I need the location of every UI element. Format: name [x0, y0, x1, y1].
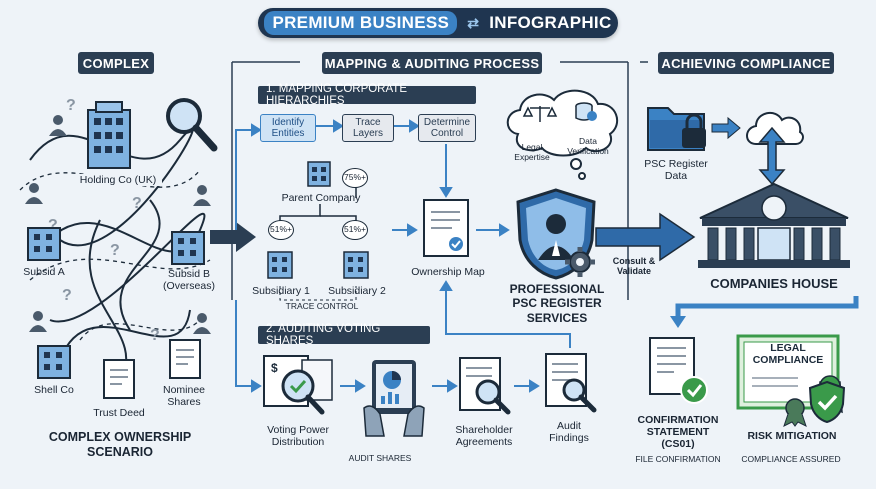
trust-deed-label: Trust Deed: [93, 407, 145, 419]
ownership-map-document-icon: [423, 199, 469, 257]
determine-control-box: Determine Control: [418, 114, 476, 142]
folder-lock-icon: [647, 107, 706, 151]
tablet-chart-icon: [363, 360, 425, 437]
svg-text:?: ?: [110, 242, 120, 259]
svg-text:?: ?: [62, 287, 72, 304]
section-mapping: MAPPING & AUDITING PROCESS: [322, 52, 542, 74]
flow-arrow-icon: [210, 222, 256, 252]
svg-text:?: ?: [48, 217, 58, 234]
psc-register-data-label: PSC Register Data: [644, 158, 708, 183]
trace-control-caption: TRACE CONTROL: [285, 301, 359, 311]
shell-co-label: Shell Co: [34, 384, 74, 396]
svg-text:?: ?: [132, 195, 142, 212]
building-icon: [307, 161, 331, 187]
confirmation-document-icon: [649, 337, 708, 404]
subsidiary-1-label: Subsidiary 1: [252, 285, 310, 297]
building-icon: [267, 251, 293, 279]
cloud-icon: [746, 111, 804, 145]
findings-document-icon: [545, 353, 597, 413]
data-verification-label: Data Verification: [567, 136, 609, 156]
arrow-right-icon: [711, 116, 741, 140]
thought-cloud-icon: [506, 89, 619, 180]
trace-layers-box: Trace Layers: [342, 114, 394, 142]
magnifier-icon: [166, 98, 218, 152]
identify-entities-box: Identify Entities: [260, 114, 316, 142]
legal-compliance-title: LEGAL COMPLIANCE: [752, 342, 824, 367]
building-icon: [27, 227, 61, 261]
risk-mitigation-label: RISK MITIGATION: [747, 430, 837, 442]
gear-icon: [565, 247, 595, 277]
companies-house-label: COMPANIES HOUSE: [710, 276, 838, 291]
pct-51-badge: 51%+: [342, 220, 368, 240]
audit-findings-label: Audit Findings: [549, 420, 589, 445]
voting-power-label: Voting Power Distribution: [267, 424, 329, 449]
building-icon: [343, 251, 369, 279]
legal-expertise-label: Legal Expertise: [514, 142, 550, 162]
person-icon: [193, 185, 211, 206]
flow-arrow-icon: [595, 212, 696, 262]
holding-co-label: Holding Co (UK): [74, 174, 162, 187]
audit-shares-caption: AUDIT SHARES: [348, 453, 412, 463]
person-icon: [29, 311, 47, 332]
section-complex: COMPLEX: [78, 52, 154, 74]
shield-check-icon: [808, 380, 846, 424]
step-1-heading: 1. MAPPING CORPORATE HIERARCHIES: [258, 83, 476, 107]
handshake-icon: ⇄: [467, 14, 480, 31]
step-2-heading: 2. AUDITING VOTING SHARES: [258, 323, 430, 347]
pct-51-badge: 51%+: [268, 220, 294, 240]
ribbon-medal-icon: [783, 398, 807, 427]
person-icon: [193, 313, 211, 334]
confirmation-statement-label: CONFIRMATION STATEMENT (CS01): [637, 414, 719, 451]
title-right: INFOGRAPHIC: [489, 13, 612, 32]
parent-company-label: Parent Company: [281, 192, 361, 204]
title-left: PREMIUM BUSINESS: [264, 11, 458, 35]
svg-text:?: ?: [66, 97, 76, 114]
document-icon: [103, 359, 135, 399]
consult-validate-label: Consult & Validate: [612, 256, 656, 277]
compliance-assured-caption: COMPLIANCE ASSURED: [741, 454, 841, 464]
pct-75-badge: 75%+: [342, 168, 368, 188]
down-left-arrow-icon: [670, 296, 859, 328]
subsid-a-label: Subsid A: [23, 266, 65, 278]
voting-document-icon: $: [263, 355, 333, 415]
nominee-shares-label: Nominee Shares: [162, 384, 206, 409]
svg-text:$: $: [271, 361, 278, 375]
subsid-b-label: Subsid B (Overseas): [163, 268, 215, 293]
psc-service-title: PROFESSIONAL PSC REGISTER SERVICES: [509, 282, 605, 325]
person-icon: [25, 183, 43, 204]
subsidiary-2-label: Subsidiary 2: [328, 285, 386, 297]
building-icon: [37, 345, 71, 379]
building-icon: [171, 231, 205, 265]
file-confirmation-caption: FILE CONFIRMATION: [635, 454, 721, 464]
person-icon: [49, 115, 67, 136]
page-title: PREMIUM BUSINESS ⇄ INFOGRAPHIC: [258, 8, 618, 38]
up-down-arrow-icon: [758, 126, 786, 186]
companies-house-building-icon: [698, 182, 850, 268]
ownership-map-label: Ownership Map: [411, 266, 485, 278]
svg-text:?: ?: [150, 327, 160, 344]
document-icon: [169, 339, 201, 379]
building-icon: [87, 101, 131, 169]
complex-scenario-label: COMPLEX OWNERSHIP SCENARIO: [48, 430, 192, 459]
shareholder-agreements-label: Shareholder Agreements: [455, 424, 513, 449]
section-achieving: ACHIEVING COMPLIANCE: [658, 52, 834, 74]
shareholder-document-icon: [459, 357, 511, 415]
